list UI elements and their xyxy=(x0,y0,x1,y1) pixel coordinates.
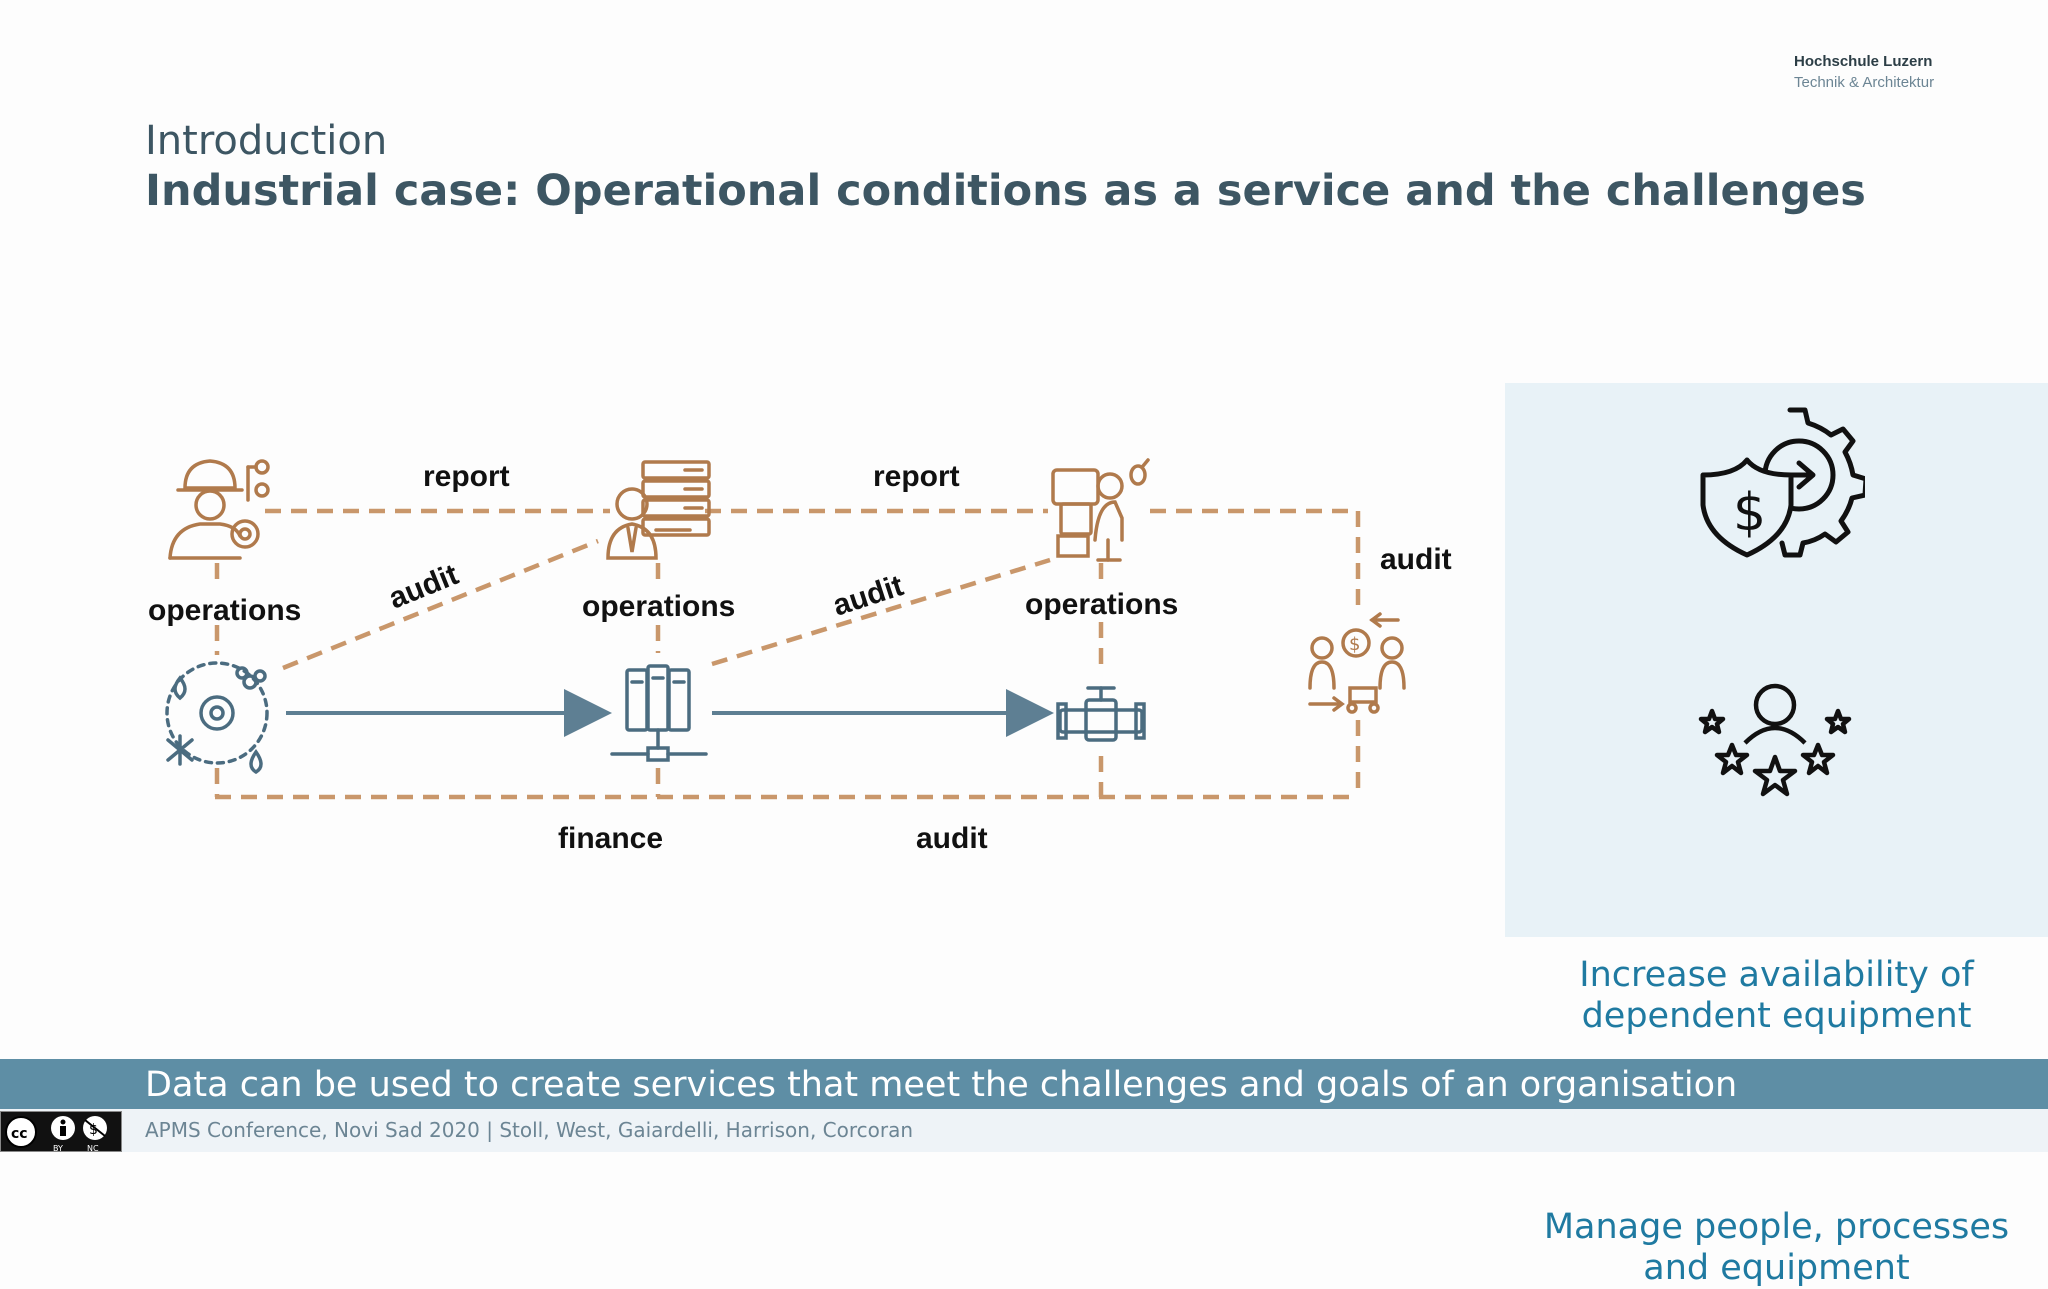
svg-text:NC: NC xyxy=(87,1144,99,1152)
audit-diagonal-2 xyxy=(711,557,1051,667)
technician-icon xyxy=(1051,458,1150,562)
svg-text:cc: cc xyxy=(11,1126,28,1142)
goal-manage-text: Manage people, processes and equipment xyxy=(1505,1207,2048,1289)
svg-text:BY: BY xyxy=(53,1144,63,1152)
server-manager-icon xyxy=(606,460,711,560)
goals-panel: $ Increase availability of dependent equ… xyxy=(1505,383,2048,1288)
label-operations-2: operations xyxy=(582,590,735,623)
institution-department: Technik & Architektur xyxy=(1794,74,1935,91)
slide-title: Industrial case: Operational conditions … xyxy=(145,166,1866,216)
label-audit-bottom: audit xyxy=(916,822,988,855)
svg-text:$: $ xyxy=(1733,483,1766,543)
goal-manage-line2: and equipment xyxy=(1643,1248,1910,1288)
gear-shield-dollar-icon: $ xyxy=(1700,407,1865,558)
footer: APMS Conference, Novi Sad 2020 | Stoll, … xyxy=(0,1109,2048,1152)
label-report-1: report xyxy=(423,460,510,493)
label-operations-1: operations xyxy=(148,594,301,627)
label-report-2: report xyxy=(873,460,960,493)
goal-availability-line1: Increase availability of xyxy=(1579,955,1974,995)
goal-availability-text: Increase availability of dependent equip… xyxy=(1505,955,2048,1037)
audit-transaction-icon: $ xyxy=(1308,612,1406,714)
label-operations-3: operations xyxy=(1025,588,1178,621)
goal-manage-line1: Manage people, processes xyxy=(1543,1207,2010,1247)
audit-line-right xyxy=(1150,508,1361,615)
utilities-icon xyxy=(165,661,269,775)
pipe-valve-icon xyxy=(1056,686,1146,742)
svg-text:$: $ xyxy=(89,1122,98,1138)
footer-citation: APMS Conference, Novi Sad 2020 | Stoll, … xyxy=(145,1118,914,1142)
svg-text:$: $ xyxy=(1349,634,1360,655)
institution-logo-text: Hochschule Luzern Technik & Architektur xyxy=(1794,51,1934,93)
data-server-icon xyxy=(610,664,708,762)
label-audit-right: audit xyxy=(1380,543,1452,576)
goal-availability-line2: dependent equipment xyxy=(1581,996,1972,1036)
institution-name: Hochschule Luzern xyxy=(1794,53,1933,70)
key-message: Data can be used to create services that… xyxy=(145,1065,1738,1105)
key-message-bar: Data can be used to create services that… xyxy=(0,1059,2048,1109)
service-flow-diagram: report report audit audit audit operatio… xyxy=(148,458,1452,855)
cc-license-badge: cc $ BY NC xyxy=(0,1111,122,1152)
section-title: Introduction xyxy=(145,118,388,164)
label-finance: finance xyxy=(558,822,663,855)
flow-lines xyxy=(214,508,1361,800)
engineer-icon xyxy=(168,459,270,560)
label-audit-diagonal-1: audit xyxy=(384,558,463,615)
audit-diagonal-1 xyxy=(282,538,599,671)
people-stars-icon xyxy=(1698,683,1852,797)
